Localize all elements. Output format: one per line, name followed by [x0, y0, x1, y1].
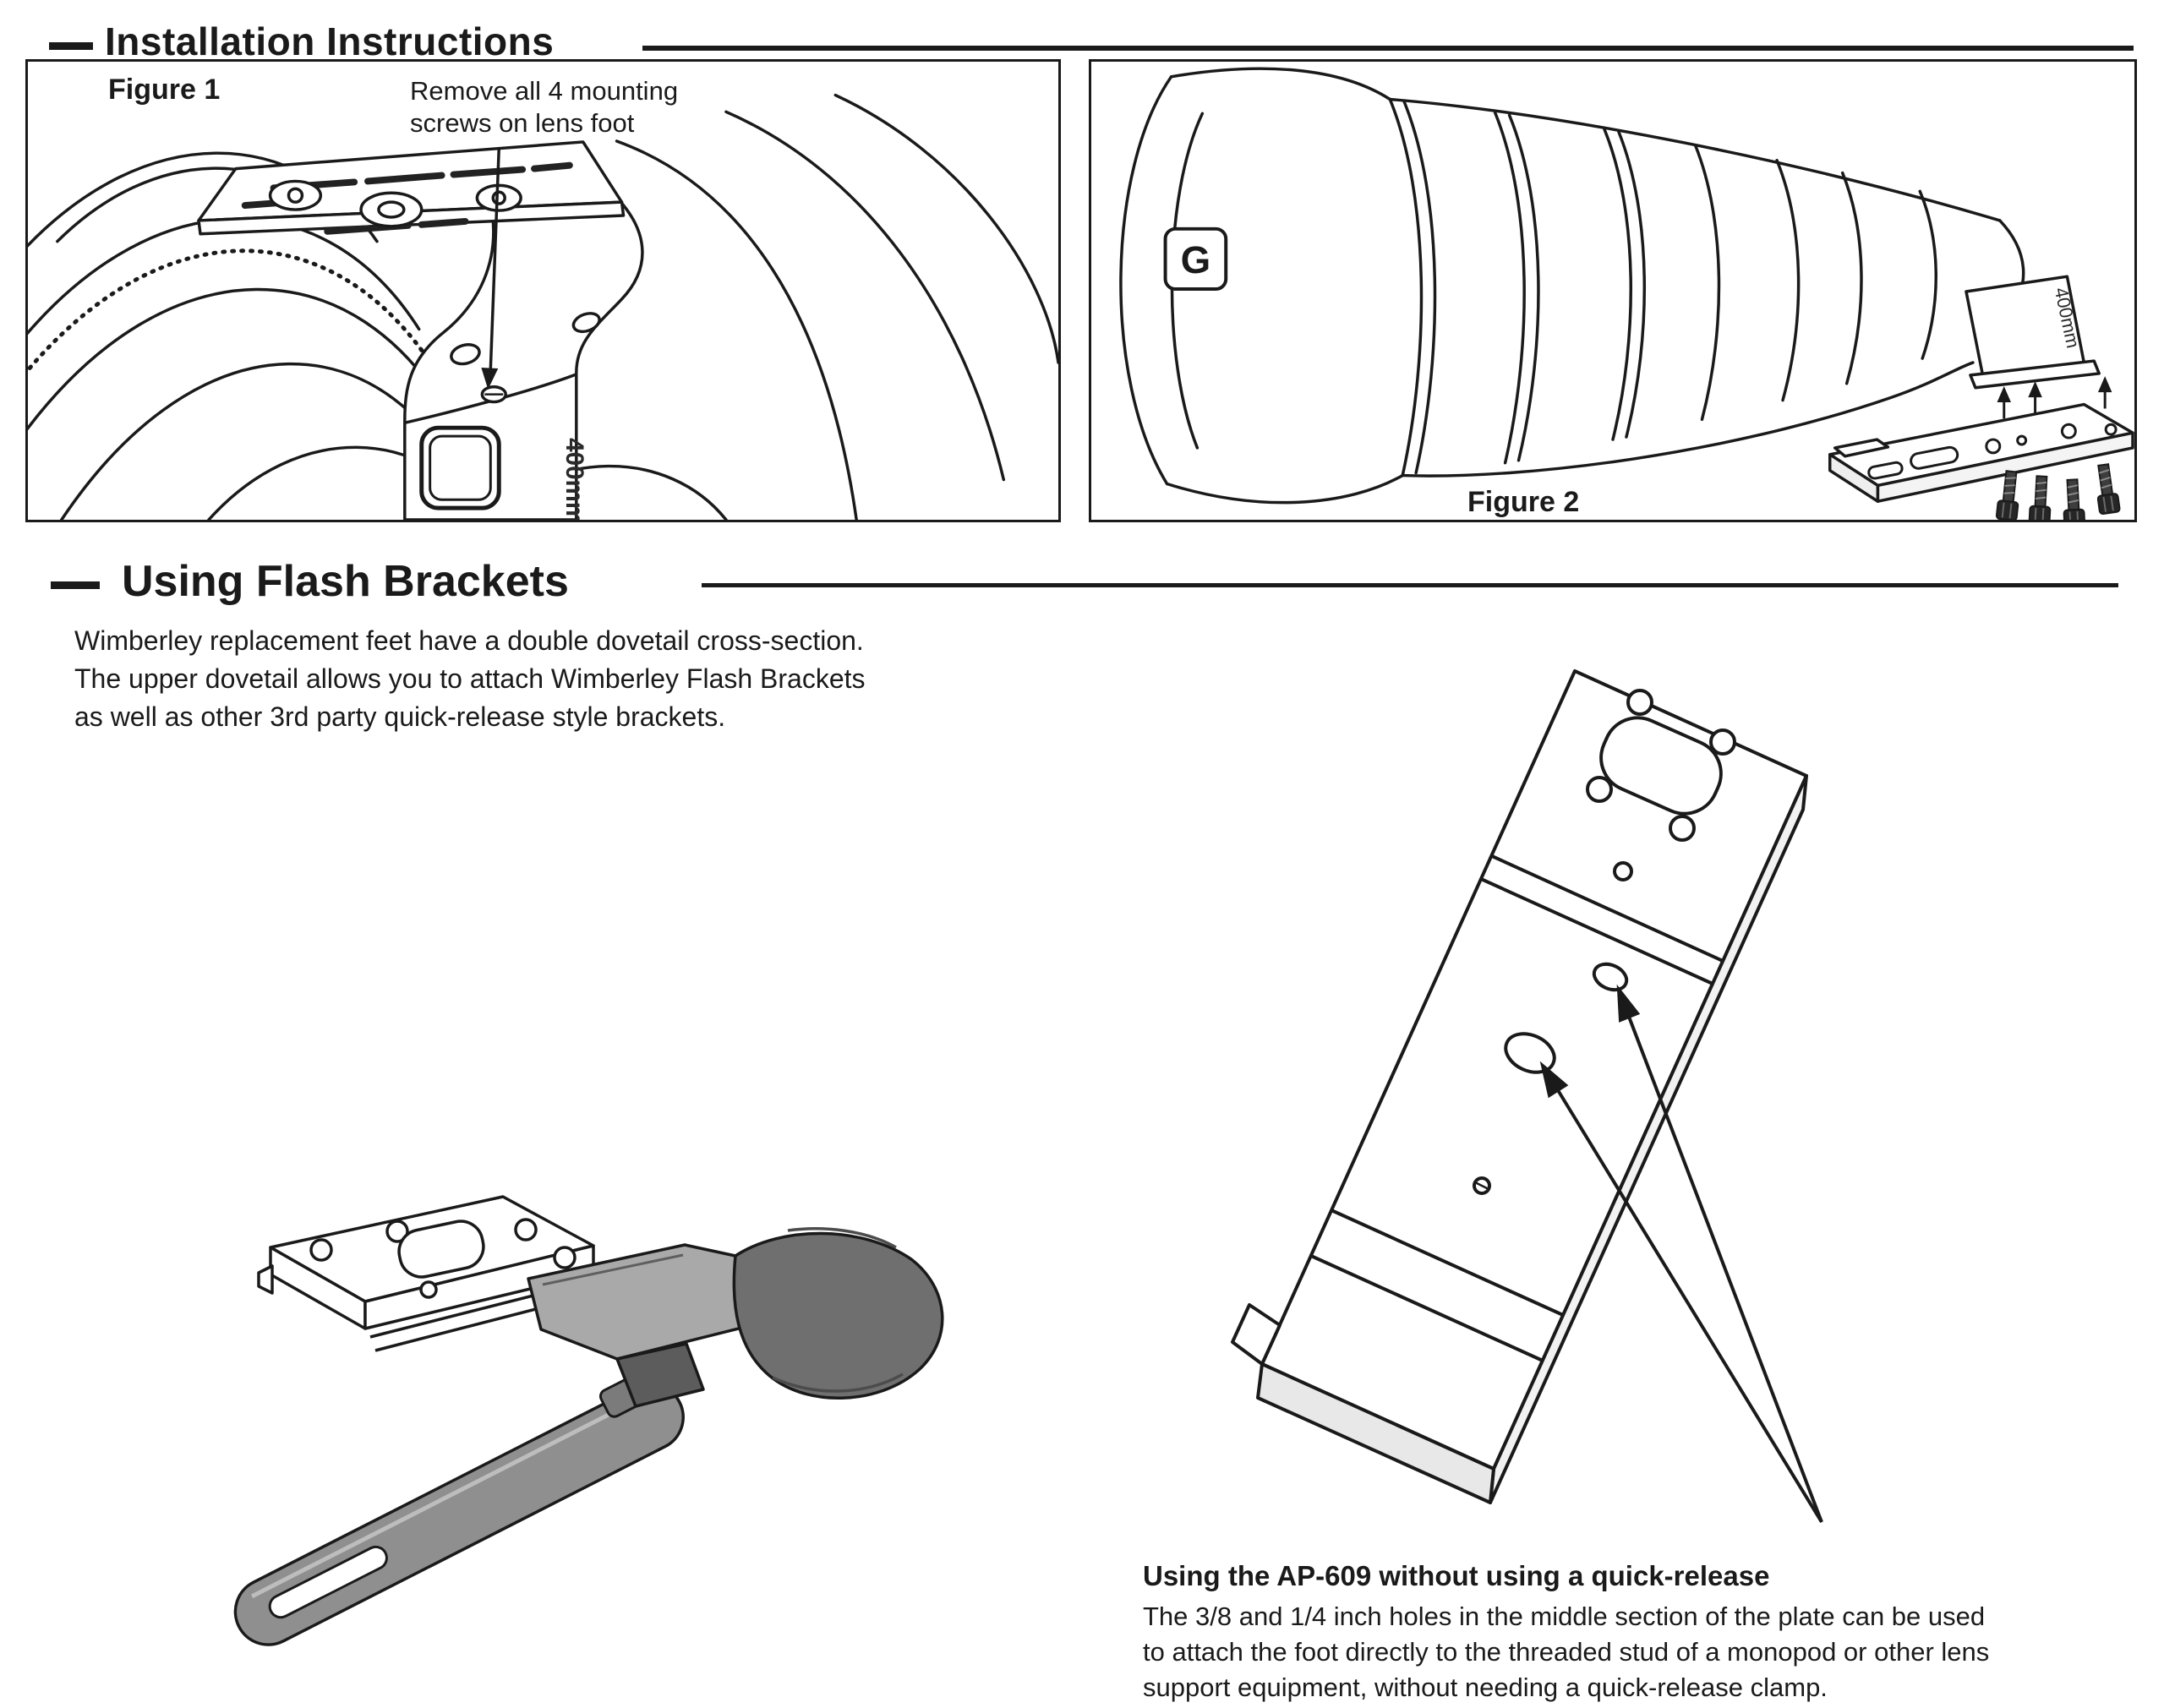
lens-marking-text: 400mm — [560, 438, 588, 520]
mounting-plate-drawing — [1828, 402, 2134, 503]
flash-bracket-clamp-drawing — [527, 1227, 944, 1408]
figure1-callout: Remove all 4 mounting screws on lens foo… — [410, 76, 679, 138]
foot-plate-drawing — [257, 1195, 595, 1352]
screw — [2063, 478, 2086, 520]
ap609-plate-illustration — [1231, 669, 1823, 1524]
ap609-plate-drawing — [1231, 669, 1808, 1504]
figure1-illustration: 400mm — [28, 93, 1058, 520]
ap609-body: The 3/8 and 1/4 inch holes in the middle… — [1143, 1602, 1990, 1702]
screw — [2096, 463, 2121, 516]
flash-section-title: Using Flash Brackets — [122, 557, 569, 606]
figure2-illustration: G 400mm — [1119, 67, 2134, 520]
section-dash — [51, 581, 100, 589]
lens-badge-text: G — [1181, 238, 1211, 281]
replacement-foot-drawing — [197, 140, 644, 520]
flash-section-paragraph: Wimberley replacement feet have a double… — [74, 625, 866, 732]
flash-bracket-illustration — [233, 1195, 944, 1646]
screw-direction-arrows — [1997, 376, 2112, 419]
mounting-screws — [1995, 463, 2121, 520]
hole-pointer-arrows — [1539, 984, 1823, 1524]
screw — [2028, 475, 2052, 520]
figure1-panel: 400mm Figure 1 Remove all 4 mounting scr… — [25, 59, 1061, 522]
flash-bracket-arm-drawing — [233, 1366, 685, 1646]
screw — [1995, 470, 2019, 520]
header-dash — [49, 42, 93, 50]
header-rule — [642, 46, 2134, 51]
page-title: Installation Instructions — [105, 19, 555, 63]
figure2-panel: G 400mm — [1089, 59, 2137, 522]
figure1-label: Figure 1 — [108, 74, 221, 106]
callout-arrow — [481, 148, 500, 390]
lens-foot-drawing — [1965, 275, 2101, 390]
figure2-label: Figure 2 — [1467, 486, 1580, 518]
lens-side-drawing — [1119, 67, 2025, 505]
lens-badge: G — [1163, 226, 1228, 291]
section-rule — [702, 583, 2118, 587]
ap609-heading: Using the AP-609 without using a quick-r… — [1143, 1560, 1770, 1591]
